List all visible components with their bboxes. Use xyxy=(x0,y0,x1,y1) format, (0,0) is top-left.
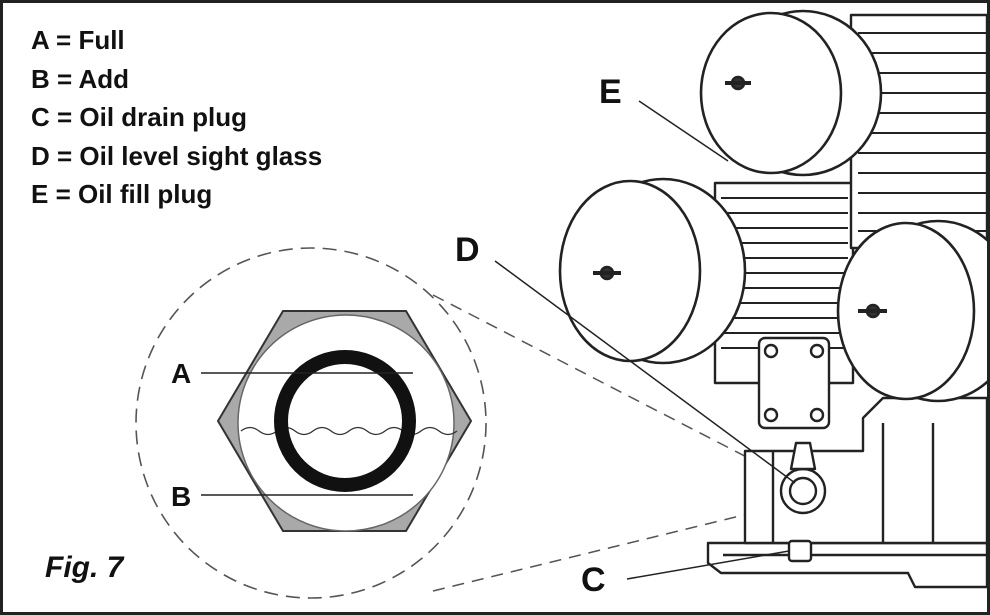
callout-c: C xyxy=(581,561,606,599)
air-filter-top xyxy=(699,9,883,177)
compressor-body xyxy=(706,13,987,589)
legend: A = Full B = Add C = Oil drain plug D = … xyxy=(31,21,322,214)
air-filter-left xyxy=(558,177,747,365)
base-plate xyxy=(706,541,987,589)
leader-c xyxy=(626,550,790,580)
figure-caption: Fig. 7 xyxy=(45,551,124,584)
sight-glass-detail xyxy=(201,310,473,532)
sight-glass-lens xyxy=(237,314,455,532)
legend-item-add: B = Add xyxy=(31,63,129,94)
compressor-illustration: A B C D E xyxy=(135,9,987,599)
projection-line-bottom xyxy=(432,502,794,592)
leader-d xyxy=(494,260,796,484)
legend-item-oil-level-sight-glass: D = Oil level sight glass xyxy=(31,140,323,171)
oil-drain-plug xyxy=(787,539,813,563)
callout-e: E xyxy=(599,73,622,111)
access-plate xyxy=(757,336,831,430)
legend-item-oil-fill-plug: E = Oil fill plug xyxy=(31,179,213,209)
leader-e xyxy=(638,100,729,162)
projection-line-top xyxy=(432,294,794,482)
legend-item-oil-drain-plug: C = Oil drain plug xyxy=(31,102,247,132)
air-filter-right xyxy=(836,219,987,403)
callout-a: A xyxy=(171,358,191,389)
magnifier-circle xyxy=(135,247,487,599)
callout-b: B xyxy=(171,481,191,512)
legend-item-full: A = Full xyxy=(31,25,125,55)
sight-glass-ring xyxy=(274,350,416,492)
callout-d: D xyxy=(455,231,480,269)
